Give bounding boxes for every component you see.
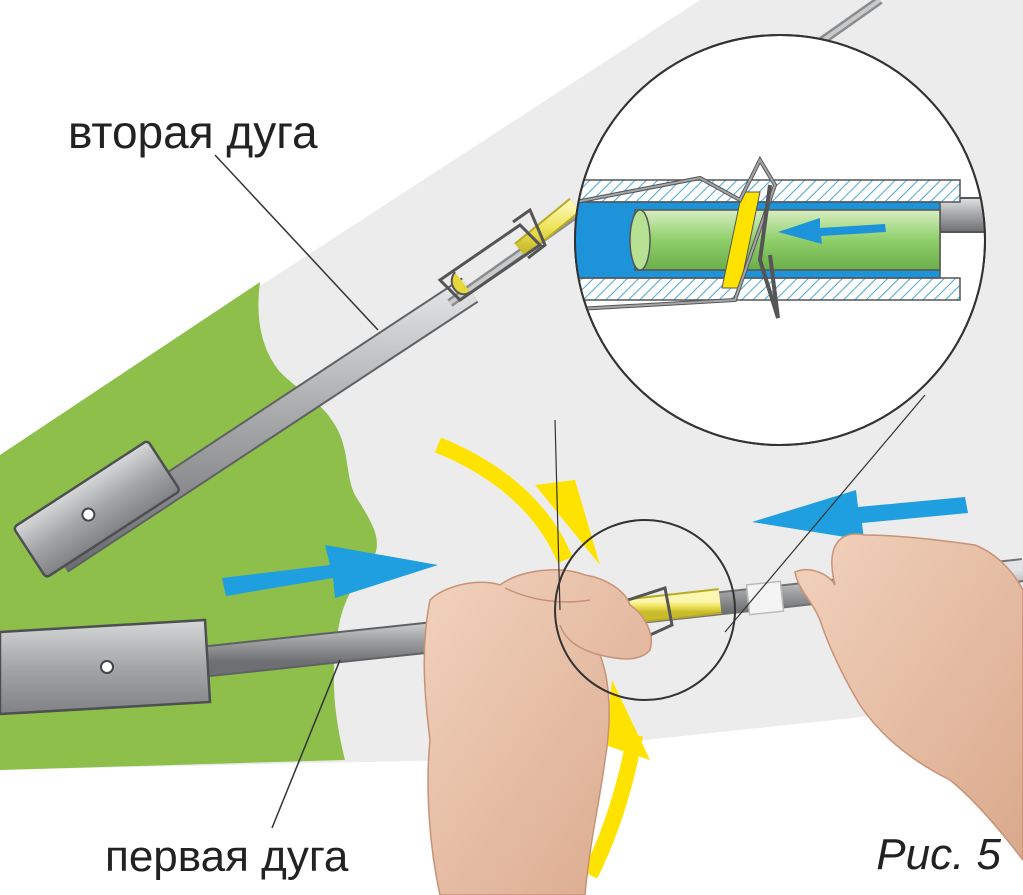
zoom-source-circle <box>554 519 736 701</box>
blue-arrow-left-icon <box>752 490 968 540</box>
inner-arrow-icon <box>778 218 886 244</box>
left-hand <box>423 569 652 895</box>
leader-second-arc <box>214 154 379 331</box>
zoom-detail-circle <box>574 34 986 446</box>
blue-arrow-right-icon <box>222 545 438 598</box>
label-second-arc: вторая дуга <box>68 106 318 158</box>
label-first-arc: первая дуга <box>105 832 349 881</box>
sleeve-second <box>13 440 180 578</box>
spring-clip-icon <box>437 223 543 302</box>
yellow-curved-arrow-icon <box>435 437 573 564</box>
leader-first-arc <box>271 659 341 829</box>
figure-number: Рис. 5 <box>876 830 1001 879</box>
sleeve-first <box>0 618 212 716</box>
